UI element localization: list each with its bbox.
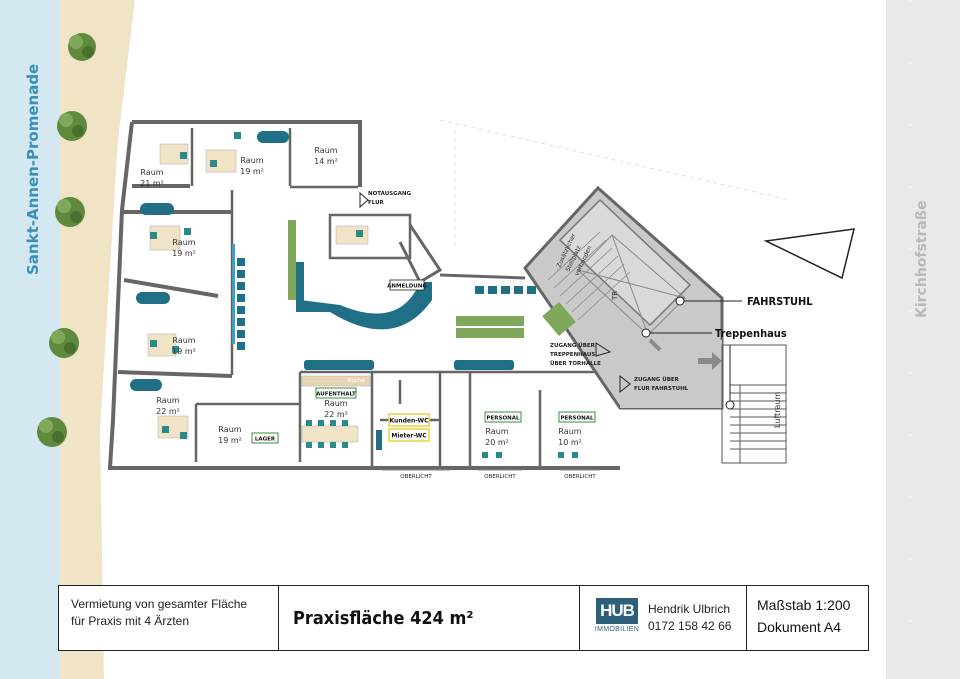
svg-text:LAGER: LAGER [255, 437, 276, 443]
svg-text:19 m²: 19 m² [240, 167, 264, 176]
svg-text:Mieter-WC: Mieter-WC [391, 433, 427, 440]
svg-text:TREPPENHAUS: TREPPENHAUS [550, 352, 595, 358]
contact-name: Hendrik Ulbrich [648, 602, 731, 616]
svg-text:Raum: Raum [156, 396, 179, 405]
tree-icon [68, 33, 96, 61]
tree-icon [37, 417, 67, 447]
svg-text:14 m²: 14 m² [314, 157, 338, 166]
teal-furniture [130, 131, 514, 450]
tag-aufenthalt: AUFENTHALT [315, 387, 357, 399]
svg-text:ÜBER TORHALLE: ÜBER TORHALLE [550, 360, 601, 367]
svg-text:ANMELDUNG: ANMELDUNG [387, 284, 427, 290]
svg-text:10 m²: 10 m² [558, 438, 582, 447]
stair-shaft [523, 185, 724, 410]
svg-text:OBERLICHT: OBERLICHT [564, 474, 596, 480]
svg-text:Raum: Raum [324, 399, 347, 408]
contact: HUB IMMOBILIEN Hendrik Ulbrich 0172 158 … [580, 586, 747, 650]
description: Vermietung von gesamter Fläche für Praxi… [59, 586, 279, 650]
reception-counter [296, 262, 432, 330]
description-line: Vermietung von gesamter Fläche [71, 597, 248, 611]
plan-title: Praxisfläche 424 m² [279, 586, 580, 650]
contact-phone: 0172 158 42 66 [648, 619, 732, 633]
street-right [886, 0, 960, 679]
logo-mark: HUB [596, 598, 638, 624]
svg-text:Raum: Raum [172, 238, 195, 247]
tag-lager: LAGER [251, 432, 279, 444]
svg-text:Raum: Raum [558, 427, 581, 436]
svg-text:FLUR FAHRSTUHL: FLUR FAHRSTUHL [634, 386, 689, 392]
luftraum-label: Luftraum [773, 392, 782, 428]
scale-info: Maßstab 1:200 Dokument A4 [747, 586, 868, 650]
svg-text:ZUGANG ÜBER: ZUGANG ÜBER [550, 342, 596, 349]
tree-icon [49, 328, 79, 358]
svg-text:19 m²: 19 m² [172, 249, 196, 258]
tr-label: TR [611, 291, 619, 301]
svg-text:OBERLICHT: OBERLICHT [400, 474, 432, 480]
svg-text:19 m²: 19 m² [218, 436, 242, 445]
svg-text:PERSONAL: PERSONAL [560, 416, 594, 422]
tag-personal: PERSONAL [484, 411, 522, 423]
svg-text:19 m²: 19 m² [172, 347, 196, 356]
sand-strip [60, 0, 135, 679]
svg-text:Raum: Raum [172, 336, 195, 345]
svg-text:22 m²: 22 m² [156, 407, 180, 416]
building-walls [107, 120, 620, 470]
svg-text:Raum: Raum [240, 156, 263, 165]
svg-text:21 m²: 21 m² [140, 179, 164, 188]
svg-text:AUFENTHALT: AUFENTHALT [316, 392, 356, 398]
title-block: Vermietung von gesamter Fläche für Praxi… [58, 585, 869, 651]
tag-kunden-wc: Kunden-WC [388, 413, 430, 427]
callout-fahrstuhl: FAHRSTUHL [747, 295, 813, 308]
tag-mieter-wc: Mieter-WC [388, 428, 430, 442]
tag-personal: PERSONAL [558, 411, 596, 423]
svg-text:Raum: Raum [218, 425, 241, 434]
tree-icon [55, 197, 85, 227]
svg-text:PERSONAL: PERSONAL [486, 416, 520, 422]
svg-text:OBERLICHT: OBERLICHT [484, 474, 516, 480]
tag-kueche: Küche [348, 378, 365, 384]
svg-text:Raum: Raum [140, 168, 163, 177]
note-notausgang: NOTAUSGANG FLUR [359, 191, 411, 209]
waiting-chairs [237, 258, 536, 350]
tree-icon [57, 111, 87, 141]
callout-treppenhaus: Treppenhaus [715, 327, 787, 340]
svg-text:Raum: Raum [314, 146, 337, 155]
svg-text:22 m²: 22 m² [324, 410, 348, 419]
note-treppenhaus: ZUGANG ÜBER TREPPENHAUS ÜBER TORHALLE [550, 342, 612, 367]
svg-text:ZUGANG ÜBER: ZUGANG ÜBER [634, 376, 680, 383]
oberlicht-markers: OBERLICHT OBERLICHT OBERLICHT [382, 469, 600, 480]
document-format: Dokument A4 [757, 619, 842, 635]
street-label-left: Sankt-Annen-Promenade [24, 64, 42, 275]
street-label-right: Kirchhofstraße [914, 201, 930, 318]
svg-text:Kunden-WC: Kunden-WC [390, 418, 430, 425]
logo-subtitle: IMMOBILIEN [594, 626, 640, 633]
luftraum-stair [721, 344, 787, 464]
svg-text:20 m²: 20 m² [485, 438, 509, 447]
svg-text:FLUR: FLUR [368, 200, 385, 206]
plan-title-text: Praxisfläche 424 m² [293, 607, 474, 629]
svg-text:NOTAUSGANG: NOTAUSGANG [368, 191, 411, 197]
tag-anmeldung: ANMELDUNG [387, 279, 427, 291]
company-logo: HUB IMMOBILIEN [594, 598, 640, 638]
note-fahrstuhl: ZUGANG ÜBER FLUR FAHRSTUHL [619, 374, 689, 394]
arrow-icon [648, 338, 662, 352]
scale-label: Maßstab 1:200 [757, 597, 851, 613]
planters [288, 220, 576, 338]
north-arrow-icon [763, 228, 855, 280]
description-line: für Praxis mit 4 Ärzten [71, 614, 190, 628]
svg-text:Raum: Raum [485, 427, 508, 436]
arrow-icon [698, 352, 722, 370]
